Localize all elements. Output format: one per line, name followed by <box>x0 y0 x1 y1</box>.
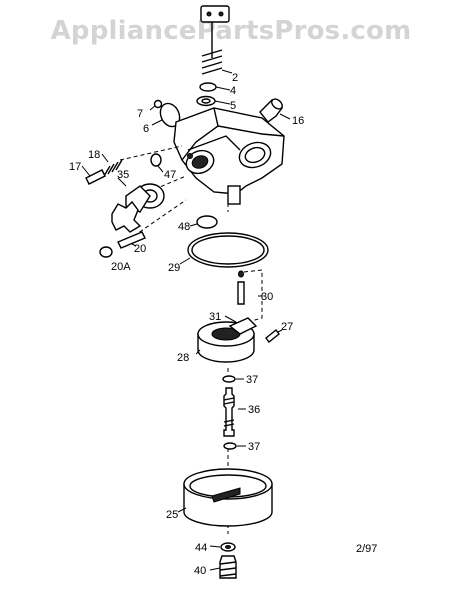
callout-2: 2 <box>232 72 238 84</box>
callout-16: 16 <box>292 115 304 127</box>
callout-30: 30 <box>261 291 273 303</box>
callout-47: 47 <box>164 169 176 181</box>
part-29-bowl-gasket <box>179 232 269 268</box>
part-17-idle-screw <box>81 165 106 185</box>
part-47-o-ring <box>150 153 164 173</box>
callout-25: 25 <box>166 509 178 521</box>
callout-18: 18 <box>88 149 100 161</box>
callout-29: 29 <box>168 262 180 274</box>
callout-40: 40 <box>194 565 206 577</box>
part-37-upper-o-ring <box>222 375 244 383</box>
part-36-main-jet <box>223 387 246 437</box>
part-28-float <box>195 317 258 363</box>
callout-48: 48 <box>178 221 190 233</box>
callout-4: 4 <box>230 85 236 97</box>
part-37-lower-o-ring <box>223 442 246 450</box>
part-31-float-pin <box>224 315 237 323</box>
part-7-screw <box>149 99 163 111</box>
part-30-inlet-needle <box>237 269 263 323</box>
watermark-text: AppliancePartsPros.com <box>50 16 412 46</box>
part-27-pin <box>265 329 283 343</box>
part-20-bolt <box>117 231 146 249</box>
part-4-washer <box>199 82 231 92</box>
part-5-o-ring <box>196 95 231 107</box>
part-44-washer <box>209 542 236 552</box>
callout-44: 44 <box>195 542 207 554</box>
part-18-spring <box>101 153 123 177</box>
callout-37-upper: 37 <box>246 374 258 386</box>
callout-6: 6 <box>143 123 149 135</box>
part-2-primer-assembly <box>200 5 233 75</box>
callout-28: 28 <box>177 352 189 364</box>
callout-7: 7 <box>137 108 143 120</box>
part-48-gasket <box>189 215 218 229</box>
part-20a-washer <box>99 246 113 258</box>
callout-20: 20 <box>134 243 146 255</box>
date-code: 2/97 <box>356 543 377 555</box>
part-40-bowl-nut <box>209 555 237 579</box>
callout-31: 31 <box>209 311 221 323</box>
carburetor-body <box>173 107 285 205</box>
part-16-fuel-fitting <box>259 98 291 123</box>
callout-5: 5 <box>230 100 236 112</box>
callout-36: 36 <box>248 404 260 416</box>
part-35-primer-assembly <box>111 177 165 233</box>
callout-37-lower: 37 <box>248 441 260 453</box>
callout-27: 27 <box>281 321 293 333</box>
part-25-float-bowl <box>177 468 273 527</box>
callout-35: 35 <box>117 169 129 181</box>
callout-20a: 20A <box>111 261 131 273</box>
callout-17: 17 <box>69 161 81 173</box>
